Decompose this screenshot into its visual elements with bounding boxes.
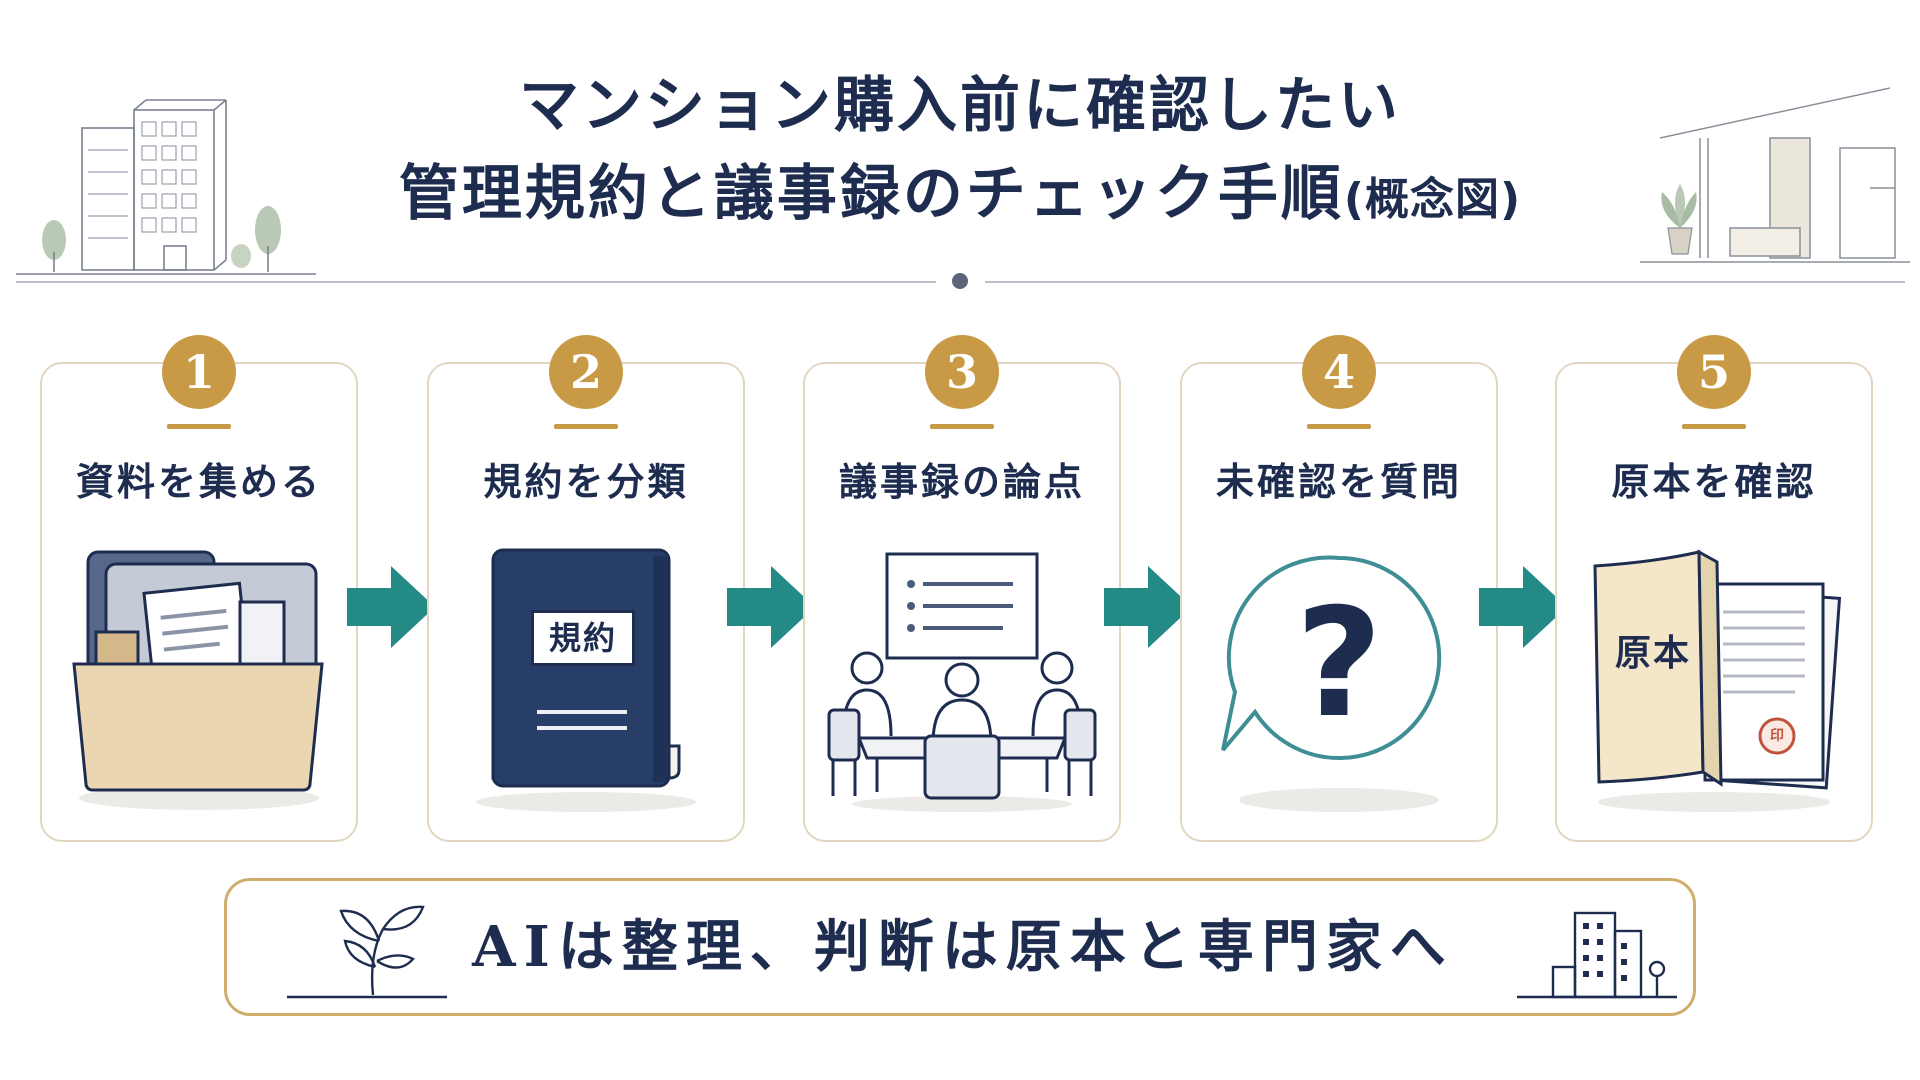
step-underline-2 (554, 424, 618, 429)
diagram-title: マンション購入前に確認したい 管理規約と議事録のチェック手順(概念図) (0, 62, 1920, 244)
step-number-2: 2 (549, 335, 623, 409)
sprout-icon (287, 905, 447, 999)
original-document-label: 原本 (1614, 633, 1691, 674)
step-underline-4 (1307, 424, 1371, 429)
summary-text: AIは整理、判断は原本と専門家へ (472, 914, 1454, 980)
flow-arrow-2-3 (723, 562, 819, 652)
question-mark: ? (1295, 577, 1383, 751)
title-line-2: 管理規約と議事録のチェック手順(概念図) (0, 150, 1920, 244)
seal-stamp: 印 (1770, 728, 1784, 744)
step-label-2: 規約を分類 (483, 460, 689, 504)
flow-arrow-4-5 (1475, 562, 1571, 652)
book-icon: 規約 (427, 540, 745, 830)
flow-arrow-3-4 (1100, 562, 1196, 652)
step-number-4: 4 (1302, 335, 1376, 409)
folder-icon (72, 550, 324, 810)
header-divider-dot (952, 273, 968, 289)
lobby-interior-icon (1640, 87, 1910, 263)
step-underline-5 (1682, 424, 1746, 429)
step-underline-3 (930, 424, 994, 429)
summary-banner: AIは整理、判断は原本と専門家へ (224, 878, 1696, 1016)
original-document-icon: 原本 印 (1555, 540, 1873, 830)
header-divider-right (985, 281, 1905, 283)
step-underline-1 (167, 424, 231, 429)
step-number-1: 1 (162, 335, 236, 409)
city-buildings-icon (1517, 911, 1677, 999)
step-label-1: 資料を集める (75, 460, 322, 504)
title-note: (概念図) (1343, 174, 1522, 225)
flow-arrow-1-2 (343, 562, 439, 652)
header-divider-left (16, 281, 936, 283)
title-line-1: マンション購入前に確認したい (519, 71, 1401, 141)
step-number-3: 3 (925, 335, 999, 409)
apartment-building-icon (16, 99, 316, 275)
book-cover-label: 規約 (531, 610, 635, 666)
step-number-5: 5 (1677, 335, 1751, 409)
title-line-2-main: 管理規約と議事録のチェック手順 (398, 159, 1344, 229)
step-label-5: 原本を確認 (1611, 460, 1817, 504)
meeting-icon (827, 552, 1097, 812)
question-bubble-icon: ? (1180, 540, 1498, 830)
step-label-4: 未確認を質問 (1215, 460, 1462, 504)
step-label-3: 議事録の論点 (838, 460, 1085, 504)
